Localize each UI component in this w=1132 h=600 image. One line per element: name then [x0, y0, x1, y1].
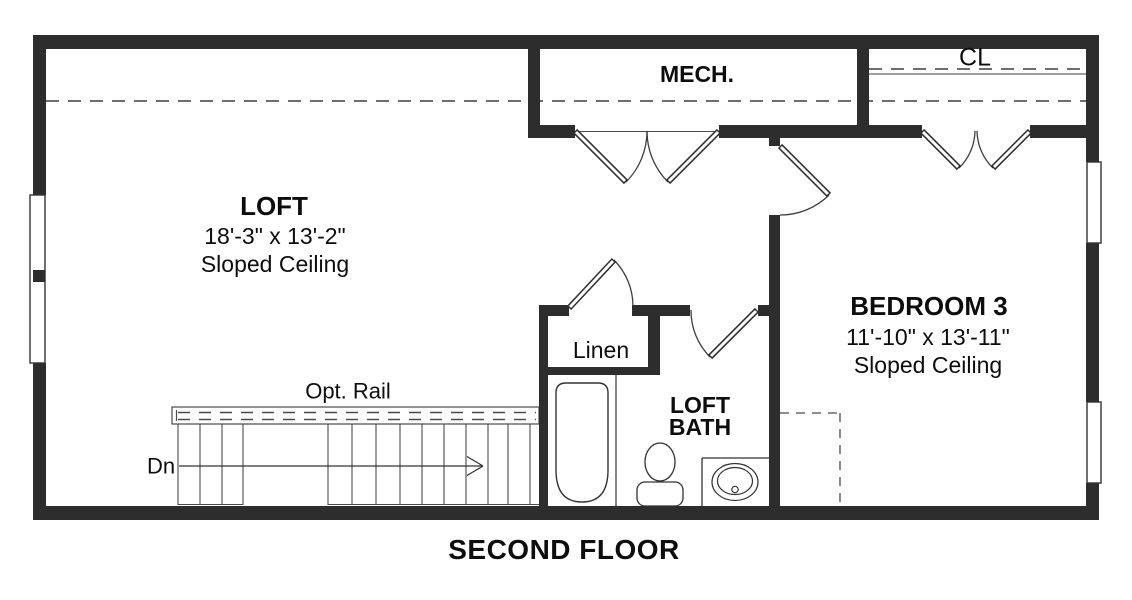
linen-label: Linen — [572, 336, 630, 363]
window-right-lower — [1086, 401, 1102, 484]
loft-label: LOFT — [240, 191, 308, 222]
windows — [29, 161, 1102, 484]
stairs — [171, 406, 540, 506]
wall-exterior-right-lower — [1086, 483, 1099, 520]
closet-shelf-lines — [869, 68, 1086, 75]
wall-exterior-left-lower — [33, 363, 46, 520]
toilet-bowl — [644, 442, 676, 482]
loft-bath-label: LOFT BATH — [668, 392, 732, 440]
bedroom-dashed-area — [780, 412, 841, 506]
wall-exterior-right-mid — [1086, 243, 1099, 402]
mech-label: MECH. — [659, 60, 735, 87]
loft-dimensions: 18'-3" x 13'-2" — [204, 222, 346, 249]
sink — [711, 462, 759, 502]
wall-exterior-bottom — [33, 506, 1099, 520]
wall-mech-bottom-right — [719, 125, 857, 138]
wall-bedroom-door-stub — [769, 138, 780, 146]
wall-mech-closet-divider — [857, 49, 869, 138]
walls — [33, 35, 1099, 520]
door-leaves — [566, 128, 1033, 360]
window-left-mullion — [33, 270, 45, 282]
wall-bath-north — [632, 305, 690, 316]
wall-linen-bottom — [539, 367, 660, 375]
stair-direction-arrow — [179, 455, 484, 477]
wall-closet-bottom-left — [857, 125, 922, 138]
closet-label: CL — [959, 43, 991, 72]
wall-closet-bottom-right — [1030, 125, 1086, 138]
stairs-down-label: Dn — [146, 453, 176, 479]
wall-mech-left — [528, 49, 540, 138]
bedroom3-ceiling-note: Sloped Ceiling — [853, 351, 1003, 378]
doors — [566, 128, 1033, 360]
bath-fixtures — [555, 375, 769, 507]
opt-rail-label: Opt. Rail — [305, 378, 391, 404]
page-title: SECOND FLOOR — [448, 533, 680, 565]
wall-mech-bottom-left — [528, 125, 575, 138]
wall-linen-east — [648, 316, 660, 375]
wall-exterior-left-upper — [33, 35, 46, 195]
loft-ceiling-note: Sloped Ceiling — [200, 250, 350, 277]
vanity — [701, 457, 769, 506]
wall-exterior-right-upper — [1086, 35, 1099, 162]
window-right-upper — [1086, 161, 1102, 244]
wall-linen-top-left — [539, 305, 569, 316]
bedroom3-label: BEDROOM 3 — [850, 291, 1008, 322]
bedroom3-dimensions: 11'-10" x 13'-11" — [846, 323, 1010, 350]
wall-bath-west — [539, 305, 548, 506]
wall-exterior-top — [33, 35, 1099, 49]
stair-rail — [171, 406, 540, 425]
wall-bath-door-stub — [758, 305, 769, 316]
stair-treads — [177, 424, 531, 505]
bathtub — [555, 382, 609, 503]
wall-bedroom-west — [769, 215, 780, 506]
toilet-tank — [636, 481, 684, 507]
